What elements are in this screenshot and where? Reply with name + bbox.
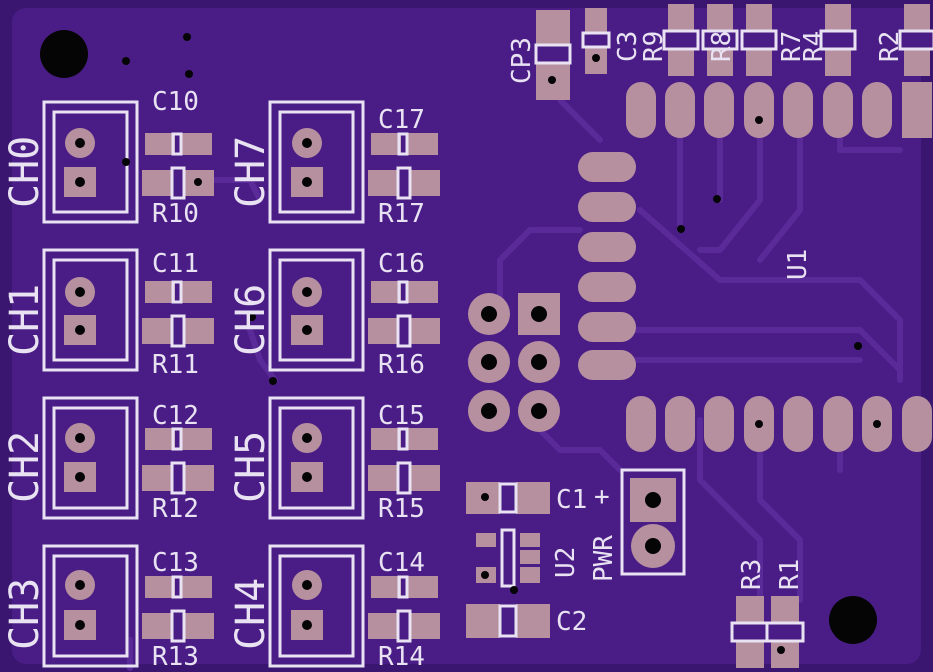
- label-r7: R7: [777, 31, 807, 62]
- label-c14: C14: [378, 548, 425, 578]
- label-r11: R11: [152, 350, 199, 380]
- label-c3: C3: [613, 31, 643, 62]
- label-c2: C2: [556, 607, 587, 637]
- silkscreen-labels: CH0 CH1 CH2 CH3 CH7 CH6 CH5 CH4 C10 C11 …: [2, 31, 905, 672]
- label-r15: R15: [378, 494, 425, 524]
- label-c17: C17: [378, 105, 425, 135]
- label-c12: C12: [152, 401, 199, 431]
- label-ch5: CH5: [228, 431, 274, 503]
- label-r14: R14: [378, 642, 425, 672]
- label-plus: +: [594, 482, 610, 512]
- label-ch6: CH6: [228, 284, 274, 356]
- label-cp3: CP3: [507, 37, 537, 84]
- header-2x3: [468, 293, 560, 432]
- label-c15: C15: [378, 401, 425, 431]
- power-parts: [466, 468, 805, 668]
- label-ch0: CH0: [2, 136, 48, 208]
- copper-pour: [12, 8, 921, 664]
- label-u1: U1: [783, 249, 813, 280]
- label-ch2: CH2: [2, 431, 48, 503]
- label-ch1: CH1: [2, 284, 48, 356]
- label-r16: R16: [378, 350, 425, 380]
- mounting-holes: [34, 24, 883, 650]
- top-components: [534, 4, 933, 100]
- label-r13: R13: [152, 642, 199, 672]
- connector-drill-holes: [75, 138, 312, 630]
- smd-silk-marks: [170, 132, 412, 643]
- label-r1: R1: [775, 559, 805, 590]
- vias: [122, 33, 881, 654]
- label-r4: R4: [799, 31, 829, 62]
- label-c1: C1: [556, 485, 587, 515]
- label-r3: R3: [737, 559, 767, 590]
- label-c13: C13: [152, 548, 199, 578]
- label-c11: C11: [152, 249, 199, 279]
- label-c16: C16: [378, 249, 425, 279]
- label-c10: C10: [152, 87, 199, 117]
- label-pwr: PWR: [589, 535, 619, 582]
- label-r12: R12: [152, 494, 199, 524]
- label-ch3: CH3: [2, 578, 48, 650]
- label-r8: R8: [707, 31, 737, 62]
- label-r17: R17: [378, 199, 425, 229]
- label-ch4: CH4: [228, 578, 274, 650]
- label-r10: R10: [152, 199, 199, 229]
- label-ch7: CH7: [228, 136, 274, 208]
- label-r2: R2: [875, 31, 905, 62]
- header-pads-vertical: [578, 152, 636, 380]
- label-r9: R9: [639, 31, 669, 62]
- u1-pads: [626, 82, 932, 452]
- smd-pads: [142, 133, 440, 639]
- label-u2: U2: [551, 547, 581, 578]
